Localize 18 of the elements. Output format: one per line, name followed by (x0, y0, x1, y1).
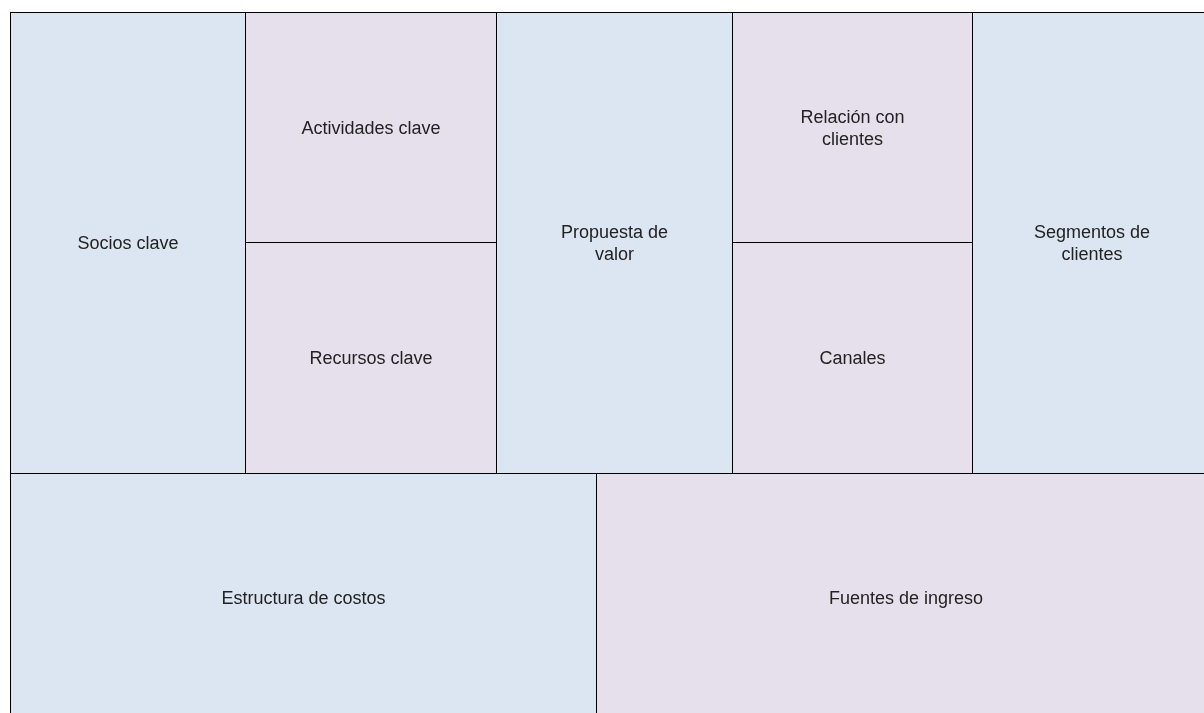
block-title: Estructura de costos (221, 587, 386, 609)
canvas-block (732, 242, 973, 474)
block-title: Recursos clave (309, 347, 433, 369)
canvas-block (596, 473, 1204, 713)
canvas-block (972, 12, 1204, 474)
block-title: Fuentes de ingreso (828, 587, 984, 609)
block-title: Canales (819, 347, 886, 369)
block-title: Socios clave (77, 232, 179, 254)
canvas-block (245, 12, 497, 243)
canvas-block (10, 12, 246, 474)
block-title: Segmentos de clientes (1032, 221, 1152, 265)
canvas-block (245, 242, 497, 474)
block-title: Actividades clave (301, 116, 441, 139)
canvas-block (732, 12, 973, 243)
canvas-block (496, 12, 733, 474)
canvas-block (10, 473, 597, 713)
block-title: Relación con clientes (799, 105, 906, 150)
block-title: Propuesta de valor (559, 221, 670, 265)
